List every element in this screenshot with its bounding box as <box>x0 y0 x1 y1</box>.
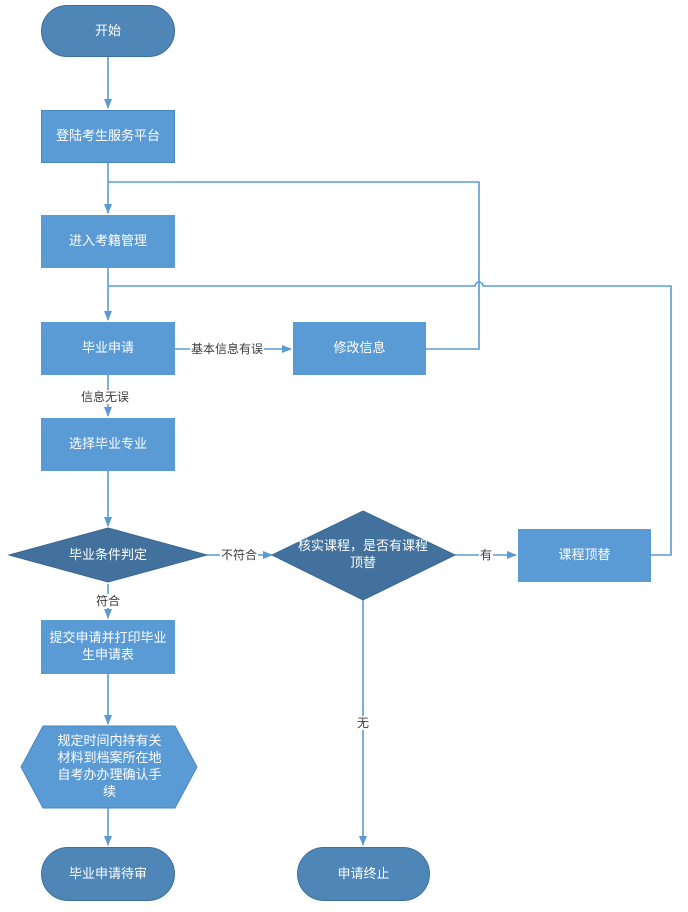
choose-major-node-label: 选择毕业专业 <box>68 437 147 452</box>
edge-label-info-ok: 信息无误 <box>80 390 131 404</box>
edge-label-no-replace: 无 <box>356 716 371 730</box>
edge-label-meet: 符合 <box>95 594 122 608</box>
check-course-label: 核实课程，是否有课程顶替 <box>297 539 428 571</box>
grad-apply-node: 毕业申请 <box>41 322 175 375</box>
pending-review-node: 毕业申请待审 <box>41 847 175 901</box>
start-node: 开始 <box>41 5 175 57</box>
grad-apply-node-label: 毕业申请 <box>81 341 134 356</box>
edge-label-has-replace: 有 <box>479 548 494 562</box>
enter-registry-node-label: 进入考籍管理 <box>68 234 147 249</box>
modify-info-node: 修改信息 <box>293 322 426 375</box>
start-node-label: 开始 <box>94 23 121 39</box>
judge-condition-diamond <box>7 527 209 583</box>
terminate-node: 申请终止 <box>297 847 430 901</box>
submit-print-node-label: 提交申请并打印毕业生申请表 <box>49 631 167 663</box>
course-replace-node: 课程顶替 <box>518 529 651 582</box>
edge-label-info-error: 基本信息有误 <box>190 342 265 356</box>
login-node-label: 登陆考生服务平台 <box>55 129 160 144</box>
login-node: 登陆考生服务平台 <box>41 110 175 163</box>
choose-major-node: 选择毕业专业 <box>41 418 175 471</box>
submit-print-node: 提交申请并打印毕业生申请表 <box>41 620 175 674</box>
handle-docs-hexagon <box>20 725 198 809</box>
edge-replace-loop <box>108 281 672 556</box>
judge-condition-label: 毕业条件判定 <box>68 547 147 563</box>
handle-docs-label: 规定时间内持有关材料到档案所在地自考办办理确认手续 <box>57 734 162 800</box>
modify-info-node-label: 修改信息 <box>333 341 386 356</box>
check-course-diamond <box>270 510 457 601</box>
pending-review-node-label: 毕业申请待审 <box>68 866 147 882</box>
terminate-node-label: 申请终止 <box>337 866 390 882</box>
enter-registry-node: 进入考籍管理 <box>41 215 175 268</box>
edge-modify-loop <box>108 181 480 350</box>
edge-label-not-meet: 不符合 <box>220 548 259 562</box>
course-replace-node-label: 课程顶替 <box>558 548 611 563</box>
